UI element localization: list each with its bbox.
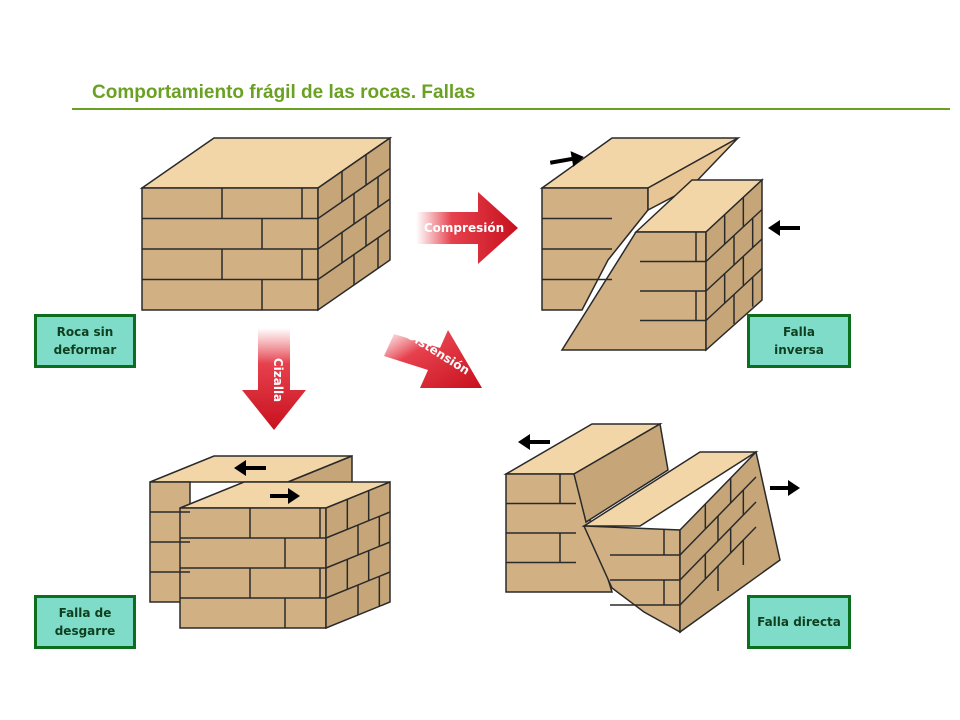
arrow-diagonal-icon: Distensión [384,328,482,388]
label-strike-slip-fault: Falla de desgarre [34,595,136,649]
reverse-fault-block [539,137,764,352]
undeformed-rock-block [139,136,393,312]
label-reverse-fault: Falla inversa [747,314,851,368]
compression-label: Compresión [424,221,504,235]
strike-slip-fault-block [149,454,391,630]
label-normal-fault: Falla directa [747,595,851,649]
arrow-down-icon: Cizalla [242,328,306,430]
arrow-right-icon: Compresión [416,192,518,264]
shear-label: Cizalla [271,358,285,402]
normal-fault-block [503,422,781,634]
motion-arrow-icon [234,151,800,504]
page-title: Comportamiento frágil de las rocas. Fall… [92,82,476,103]
title-rule [72,108,950,110]
label-undeformed-rock: Roca sin deformar [34,314,136,368]
